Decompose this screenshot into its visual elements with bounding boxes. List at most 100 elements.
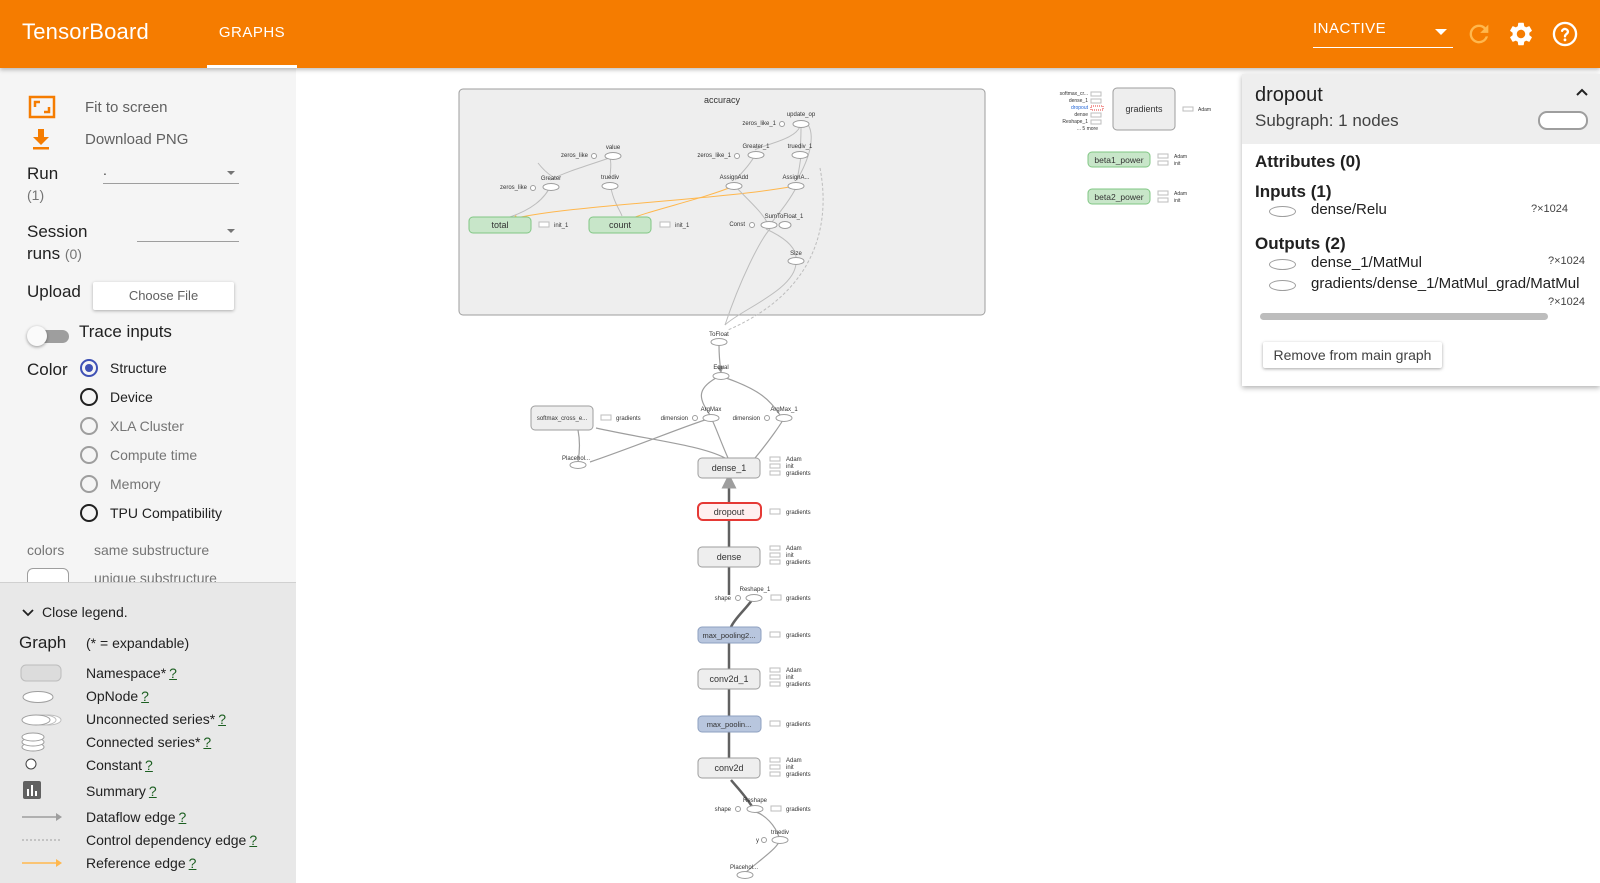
graph-canvas[interactable]: accuracy update_op zeros_like_1 zeros_li…	[296, 68, 1600, 883]
accuracy-namespace[interactable]: accuracy	[458, 88, 986, 316]
session-runs-text: runs	[27, 244, 61, 263]
radio-icon	[80, 475, 98, 493]
svg-text:dimension: dimension	[661, 416, 688, 422]
gradients-namespace-node[interactable]: gradients	[1112, 87, 1176, 131]
svg-text:gradients: gradients	[786, 807, 811, 813]
svg-text:dropout: dropout	[714, 507, 745, 517]
session-select-caret-icon	[227, 229, 235, 233]
legend-summary-label: Summary	[86, 783, 146, 799]
y-const-node[interactable]: y	[756, 837, 767, 845]
reshape-1-node[interactable]: Reshape_1	[740, 587, 771, 602]
run-select[interactable]: .	[103, 162, 239, 184]
dropout-node-selected[interactable]: dropout	[697, 502, 762, 521]
legend-dataflow-edge-help-link[interactable]: ?	[178, 809, 187, 825]
legend-control-dependency-edge-help-link[interactable]: ?	[249, 832, 258, 848]
svg-text:Greater_1: Greater_1	[742, 144, 770, 150]
opnode-icon	[1269, 206, 1296, 217]
color-option-tpu-compatibility[interactable]: TPU Compatibility	[80, 502, 222, 524]
greater-1-node[interactable]: Greater_1	[742, 144, 770, 159]
refresh-icon[interactable]	[1465, 20, 1493, 48]
total-variable-node[interactable]: total	[468, 216, 532, 234]
assigna-node[interactable]: AssignA...	[782, 175, 810, 190]
shape-reshape-node[interactable]: shape	[715, 806, 741, 814]
legend-summary-help-link[interactable]: ?	[148, 783, 157, 799]
svg-text:Const: Const	[729, 222, 745, 228]
horizontal-scrollbar[interactable]	[1260, 313, 1548, 320]
argmax-node[interactable]: ArgMax	[701, 407, 722, 422]
beta1-power-node[interactable]: beta1_power	[1087, 151, 1151, 168]
dimension-argmax-node[interactable]: dimension	[661, 415, 698, 423]
placeholder-node[interactable]: Placehol...	[730, 865, 758, 879]
zeros-like-upper-node[interactable]: zeros_like	[561, 153, 597, 159]
dataflow-edge-symbol-icon	[20, 810, 66, 828]
init-1-total-node[interactable]: init_1	[538, 221, 569, 229]
conv2d-1-node[interactable]: conv2d_1	[697, 668, 761, 690]
value-node[interactable]: value	[604, 145, 622, 160]
remove-from-main-graph-button[interactable]: Remove from main graph	[1263, 342, 1442, 368]
placeholder-1-node[interactable]: Placehol...	[562, 456, 590, 469]
close-legend-button[interactable]: Close legend.	[22, 604, 128, 620]
same-substructure-label: same substructure	[94, 542, 210, 558]
color-option-compute-time[interactable]: Compute time	[80, 444, 197, 466]
dimension-argmax-1-node[interactable]: dimension	[733, 415, 770, 423]
attributes-heading: Attributes (0)	[1255, 152, 1361, 171]
help-icon[interactable]	[1551, 20, 1579, 48]
session-runs-select[interactable]	[137, 220, 239, 242]
color-option-xla-cluster[interactable]: XLA Cluster	[80, 415, 184, 437]
info-card-header: dropout Subgraph: 1 nodes	[1242, 74, 1600, 144]
conv2d-node[interactable]: conv2d	[697, 757, 761, 779]
color-option-memory[interactable]: Memory	[80, 473, 161, 495]
truediv-input-node[interactable]: truediv	[771, 830, 789, 844]
fit-to-screen-action[interactable]: Fit to screen	[28, 94, 168, 120]
chevron-up-icon[interactable]	[1574, 84, 1590, 100]
softmax-gradients-aux[interactable]: gradients	[600, 414, 641, 422]
size-node[interactable]: Size	[787, 251, 805, 265]
choose-file-button[interactable]: Choose File	[93, 282, 234, 310]
assignadd-node[interactable]: AssignAdd	[720, 175, 749, 190]
download-png-label: Download PNG	[85, 130, 189, 148]
color-option-device[interactable]: Device	[80, 386, 153, 408]
legend-opnode-help-link[interactable]: ?	[141, 688, 149, 704]
download-png-action[interactable]: Download PNG	[28, 126, 188, 152]
init-1-count-node[interactable]: init_1	[659, 221, 690, 229]
zeros-like-lower-node[interactable]: zeros_like	[500, 185, 536, 191]
legend-namespace-help-link[interactable]: ?	[169, 665, 177, 681]
legend-unconnected-series-help-link[interactable]: ?	[218, 711, 226, 727]
max-pooling2d-1-node[interactable]: max_pooling2...	[697, 626, 762, 644]
sumtofloat-node[interactable]: SumToFloat_1	[760, 214, 804, 229]
svg-text:AssignAdd: AssignAdd	[720, 175, 749, 181]
color-option-structure[interactable]: Structure	[80, 357, 167, 379]
count-variable-node[interactable]: count	[588, 216, 652, 234]
argmax-1-node[interactable]: ArgMax_1	[770, 407, 798, 422]
legend-reference-edge-help-link[interactable]: ?	[188, 855, 197, 871]
legend-connected-series-help-link[interactable]: ?	[203, 734, 212, 750]
dense-1-node[interactable]: dense_1	[697, 457, 761, 479]
reshape-node[interactable]: Reshape	[743, 798, 768, 813]
legend-summary: Summary?	[86, 783, 157, 799]
output-shape: ?×1024	[1548, 255, 1586, 267]
const-node[interactable]: Const	[729, 222, 755, 228]
max-pooling2d-node[interactable]: max_poolin...	[697, 715, 762, 733]
zeros-like-1-lower-node[interactable]: zeros_like_1	[697, 153, 740, 159]
dense-node[interactable]: dense	[697, 546, 761, 568]
tofloat-node[interactable]: ToFloat	[709, 332, 729, 346]
greater-node[interactable]: Greater	[541, 176, 561, 191]
settings-gear-icon[interactable]	[1507, 20, 1535, 48]
trace-inputs-toggle[interactable]	[27, 326, 69, 346]
legend-constant-help-link[interactable]: ?	[145, 757, 153, 773]
output-item[interactable]: gradients/dense_1/MatMul_grad/MatMul	[1269, 275, 1600, 295]
equal-node[interactable]: Equal	[712, 365, 730, 380]
beta2-power-node[interactable]: beta2_power	[1087, 188, 1151, 205]
truediv-node[interactable]: truediv	[601, 175, 619, 190]
shape-reshape-1-node[interactable]: shape	[715, 595, 741, 603]
svg-text:dropout: dropout	[1071, 105, 1089, 111]
tab-graphs[interactable]: GRAPHS	[207, 0, 297, 68]
update-op-node[interactable]: update_op	[787, 112, 816, 128]
inactive-plugins-dropdown[interactable]: INACTIVE	[1313, 20, 1453, 48]
reshape-1-gradients-aux: gradients	[770, 594, 811, 602]
svg-text:Equal: Equal	[713, 365, 728, 371]
softmax-cross-entropy-node[interactable]: softmax_cross_e...	[530, 405, 594, 431]
truediv-1-node[interactable]: truediv_1	[788, 144, 813, 159]
zeros-like-1-upper-node[interactable]: zeros_like_1	[742, 121, 785, 127]
